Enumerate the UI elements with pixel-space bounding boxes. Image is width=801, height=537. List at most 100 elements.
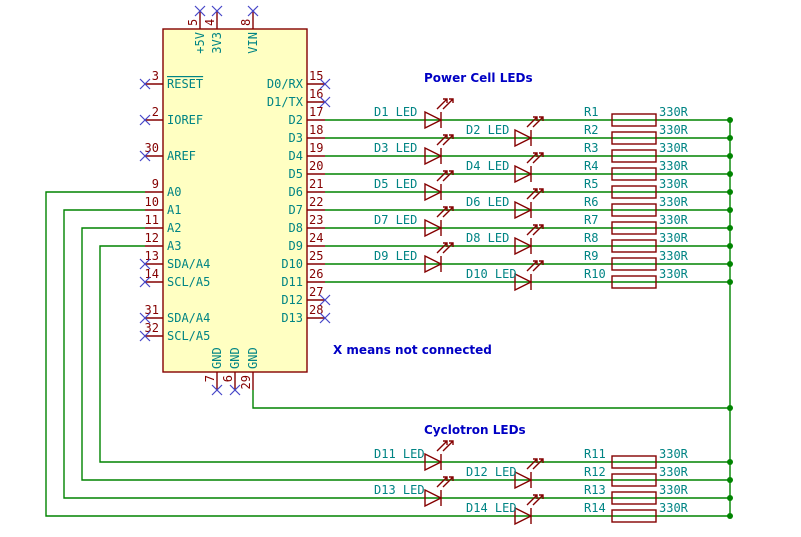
pin-name: SDA/A4 <box>167 257 210 271</box>
pin-number: 8 <box>239 19 253 26</box>
resistor-ref: R2 <box>584 123 598 137</box>
led-d11: D11 LED <box>374 440 454 472</box>
pin-name: VIN <box>246 32 260 54</box>
pin-number: 25 <box>309 249 323 263</box>
no-connect-mark <box>247 5 259 17</box>
pin-name: D4 <box>289 149 303 163</box>
led-d13: D13 LED <box>374 476 454 508</box>
no-connect-mark <box>211 384 223 396</box>
resistor-ref: R7 <box>584 213 598 227</box>
pin-number: 2 <box>152 105 159 119</box>
no-connect-mark <box>319 78 331 90</box>
led-d7: D7 LED <box>374 206 454 238</box>
resistor-ref: R3 <box>584 141 598 155</box>
pin-number: 26 <box>309 267 323 281</box>
pin-name: D2 <box>289 113 303 127</box>
not-connected-note: X means not connected <box>333 343 492 357</box>
pin-number: 9 <box>152 177 159 191</box>
no-connect-mark <box>229 384 241 396</box>
pin-number: 7 <box>203 375 217 382</box>
no-connect-mark <box>194 5 206 17</box>
pin-name: D12 <box>281 293 303 307</box>
pin-number: 23 <box>309 213 323 227</box>
led-label: D6 LED <box>466 195 509 209</box>
pin-name: D7 <box>289 203 303 217</box>
led-label: D5 LED <box>374 177 417 191</box>
pin-name: D1/TX <box>267 95 304 109</box>
board-pin-gnd-7: 7 GND <box>203 347 224 396</box>
board-pin-a0: 9A0 <box>145 177 181 199</box>
resistor-value: 330R <box>659 195 689 209</box>
pin-number: 19 <box>309 141 323 155</box>
pin-name: SCL/A5 <box>167 329 210 343</box>
pin-number: 32 <box>145 321 159 335</box>
no-connect-mark <box>319 294 331 306</box>
pin-name: D13 <box>281 311 303 325</box>
pin-number: 6 <box>221 375 235 382</box>
resistor-value: 330R <box>659 249 689 263</box>
pin-name: A3 <box>167 239 181 253</box>
pin-number: 21 <box>309 177 323 191</box>
pin-name: GND <box>210 347 224 369</box>
pin-number: 20 <box>309 159 323 173</box>
pin-number: 13 <box>145 249 159 263</box>
resistor-ref: R4 <box>584 159 598 173</box>
led-label: D12 LED <box>466 465 517 479</box>
pin-number: 30 <box>145 141 159 155</box>
led-d8: D8 LED <box>466 224 544 256</box>
pin-number: 22 <box>309 195 323 209</box>
led-label: D3 LED <box>374 141 417 155</box>
no-connect-mark <box>139 312 151 324</box>
led-label: D11 LED <box>374 447 425 461</box>
resistor-ref: R5 <box>584 177 598 191</box>
pin-name: D5 <box>289 167 303 181</box>
led-d2: D2 LED <box>466 116 544 148</box>
no-connect-mark <box>139 330 151 342</box>
led-label: D14 LED <box>466 501 517 515</box>
pin-name: RESET <box>167 77 203 91</box>
pin-name: D9 <box>289 239 303 253</box>
pin-name: A1 <box>167 203 181 217</box>
resistor-value: 330R <box>659 231 689 245</box>
no-connect-mark <box>139 276 151 288</box>
pin-number: 18 <box>309 123 323 137</box>
pin-name: IOREF <box>167 113 203 127</box>
led-d1: D1 LED <box>374 98 454 130</box>
resistor-value: 330R <box>659 465 689 479</box>
led-d10: D10 LED <box>466 260 544 292</box>
pin-name: SDA/A4 <box>167 311 210 325</box>
pin-number: 4 <box>203 19 217 26</box>
resistor-value: 330R <box>659 159 689 173</box>
cyclotron-wire <box>99 245 730 463</box>
no-connect-mark <box>211 5 223 17</box>
led-d5: D5 LED <box>374 170 454 202</box>
